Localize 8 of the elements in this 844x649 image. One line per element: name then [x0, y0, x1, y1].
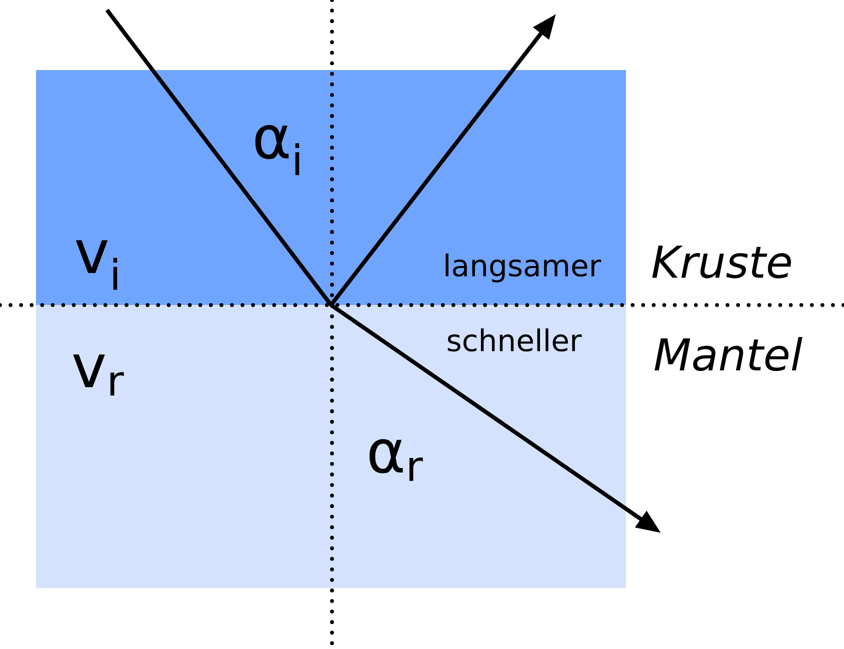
symbol-label: v$_{r}$ — [73, 354, 124, 396]
layer-name: Mantel — [654, 337, 802, 372]
symbol-label: α$_{r}$ — [370, 439, 423, 481]
layer-name: Kruste — [652, 246, 791, 278]
symbol-label: v$_{i}$ — [76, 240, 118, 290]
layer-label: schneller — [448, 328, 582, 352]
layer-label: langsamer — [446, 254, 602, 282]
symbol-label: α$_{i}$ — [255, 124, 300, 176]
